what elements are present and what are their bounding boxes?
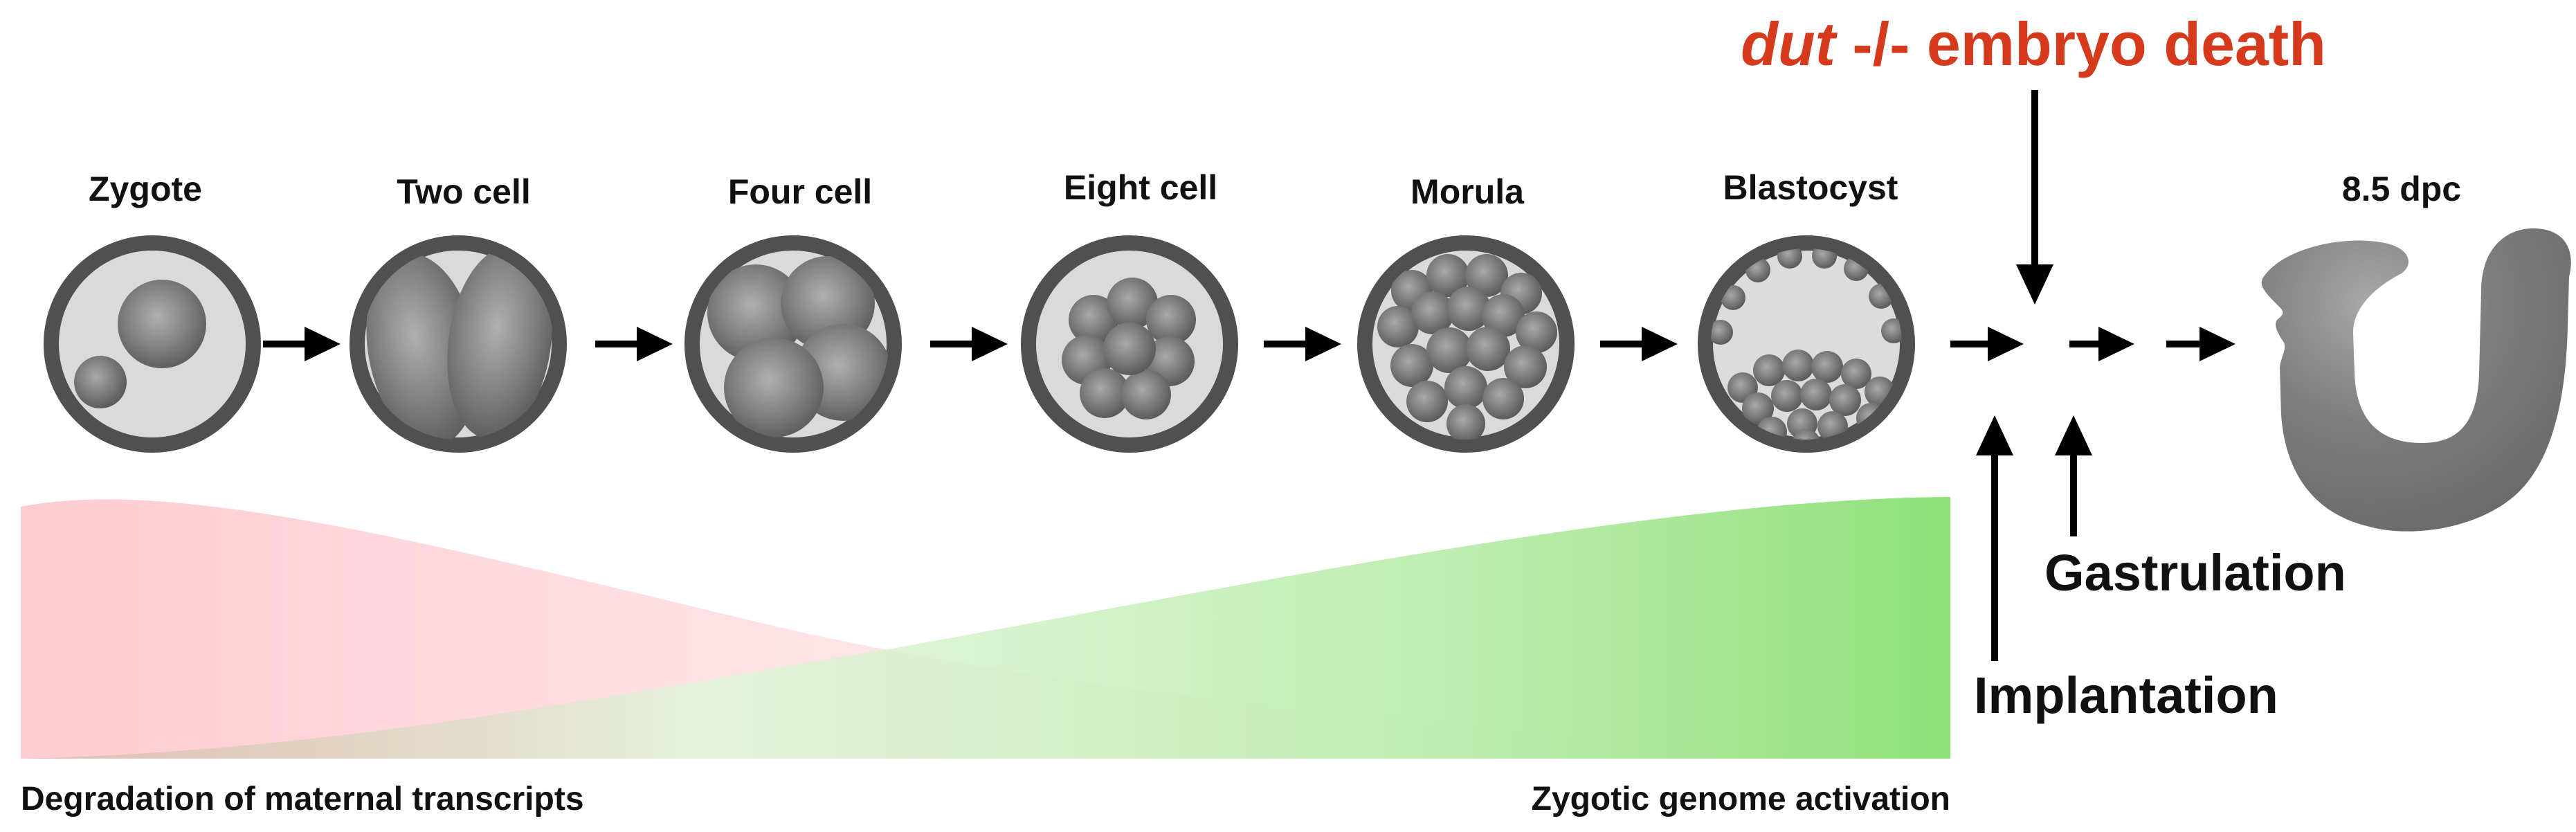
arrow-right-icon: [1600, 327, 1678, 361]
implantation-arrow-icon: [1976, 415, 2013, 661]
two-cell-embryo: [350, 235, 567, 453]
maternal-transcripts-label: Degradation of maternal transcripts: [21, 781, 584, 817]
stage-label-four-cell: Four cell: [728, 172, 872, 211]
stage-label-eight-cell: Eight cell: [1064, 168, 1217, 207]
blastomere: [1465, 254, 1508, 297]
arrow-right-icon: [2166, 327, 2235, 361]
blastomere: [1411, 291, 1454, 334]
trophectoderm: [1711, 248, 1902, 345]
blastomere: [1482, 294, 1525, 337]
stage-arrows: [263, 327, 2235, 361]
zygotic-activation-band: [21, 497, 1950, 759]
arrow-right-icon: [1950, 327, 2024, 361]
blastomere: [1390, 344, 1433, 387]
arrow-right-icon: [263, 327, 341, 361]
arrow-right-icon: [595, 327, 673, 361]
blastomere: [1406, 381, 1448, 422]
blastomere: [447, 248, 552, 440]
stage-label-dpc: 8.5 dpc: [2342, 170, 2461, 208]
eight-cell-embryo: [1021, 235, 1238, 453]
zygote-embryo: [44, 235, 261, 453]
four-cell-embryo: [684, 235, 902, 453]
blastomere: [1107, 278, 1158, 329]
blastomere: [1446, 404, 1485, 440]
blastomere: [1146, 295, 1196, 345]
polar-body: [74, 356, 127, 408]
blastomere: [1466, 327, 1510, 371]
blastomere: [1504, 345, 1547, 388]
arrow-right-icon: [930, 327, 1008, 361]
blastomere: [1069, 295, 1118, 345]
blastomere: [1377, 306, 1419, 347]
stage-label-morula: Morula: [1411, 172, 1525, 211]
stage-label-two-cell: Two cell: [397, 172, 531, 211]
blastomere: [1426, 327, 1472, 373]
inner-cell-mass: [1727, 350, 1895, 440]
zygotic-activation-label: Zygotic genome activation: [1532, 781, 1950, 817]
expression-bands: [21, 497, 1950, 759]
implantation-label: Implantation: [1974, 667, 2278, 724]
blastomere: [1103, 323, 1156, 375]
blastomere: [1080, 368, 1130, 418]
blastomere: [1516, 311, 1557, 353]
death-gene-name: dut: [1741, 10, 1838, 78]
blastocyst-embryo: [1698, 235, 1915, 453]
stage-label-zygote: Zygote: [89, 170, 202, 208]
zygote-cell: [118, 280, 206, 368]
dpc-embryo-shape: [2261, 228, 2571, 532]
stage-label-blastocyst: Blastocyst: [1723, 168, 1898, 207]
blastomere: [1426, 254, 1469, 297]
blastomere: [1446, 287, 1491, 331]
gastrulation-arrow-icon: [2055, 415, 2092, 536]
blastomere: [724, 338, 824, 437]
death-arrow-icon: [2016, 90, 2053, 305]
arrow-right-icon: [2069, 327, 2134, 361]
blastomere: [707, 264, 804, 361]
arrow-right-icon: [1264, 327, 1341, 361]
morula-embryo: [1357, 235, 1575, 453]
blastomere: [366, 253, 478, 440]
blastomere: [1482, 378, 1524, 419]
gastrulation-label: Gastrulation: [2044, 544, 2346, 602]
blastomere: [1121, 370, 1171, 419]
blastomere: [1444, 366, 1487, 409]
embryo-death-label: dut -/- embryo death: [1741, 10, 2326, 78]
death-label-text: -/- embryo death: [1835, 10, 2326, 78]
maternal-transcript-band: [21, 499, 1950, 759]
